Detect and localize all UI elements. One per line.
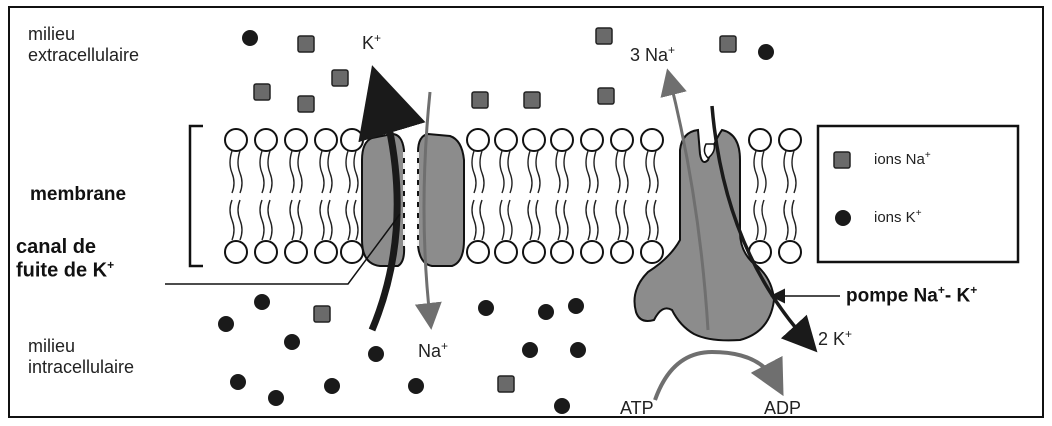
k-ion — [254, 294, 270, 310]
k-ion — [538, 304, 554, 320]
na-ion — [524, 92, 540, 108]
k-ion — [242, 30, 258, 46]
na-ion — [720, 36, 736, 52]
atp-label: ATP — [620, 398, 654, 419]
k-ion — [554, 398, 570, 414]
atp-adp-arrow — [655, 352, 776, 400]
legend-k-label: ions K+ — [874, 208, 922, 226]
k-ion — [284, 334, 300, 350]
leak-channel-label: canal de fuite de K+ — [16, 236, 114, 283]
na-ion — [298, 36, 314, 52]
phospholipid — [341, 129, 363, 263]
k-ion — [324, 378, 340, 394]
pump-label: pompe Na+- K+ — [846, 284, 977, 307]
k-ion — [522, 342, 538, 358]
k-ion — [570, 342, 586, 358]
k-ion — [230, 374, 246, 390]
na-k-pump — [635, 130, 775, 340]
phospholipid — [523, 129, 545, 263]
na-bottom-label: Na+ — [418, 340, 448, 362]
k-ion — [478, 300, 494, 316]
phospholipid — [551, 129, 573, 263]
phospholipid — [467, 129, 489, 263]
phospholipid — [641, 129, 663, 263]
k-ion — [368, 346, 384, 362]
phospholipid — [255, 129, 277, 263]
phospholipid — [779, 129, 801, 263]
membrane-label: membrane — [30, 184, 126, 206]
legend-na-label: ions Na+ — [874, 150, 931, 168]
two-k-label: 2 K+ — [818, 328, 852, 350]
na-ion — [498, 376, 514, 392]
na-ion — [596, 28, 612, 44]
adp-label: ADP — [764, 398, 801, 419]
legend-na-swatch — [834, 152, 850, 168]
three-na-label: 3 Na+ — [630, 44, 675, 66]
k-ion — [408, 378, 424, 394]
k-ion — [758, 44, 774, 60]
na-ion — [598, 88, 614, 104]
phospholipid — [749, 129, 771, 263]
phospholipid — [581, 129, 603, 263]
leak-channel — [362, 134, 464, 266]
phospholipid — [611, 129, 633, 263]
k-ion — [268, 390, 284, 406]
na-ion — [314, 306, 330, 322]
k-ion — [568, 298, 584, 314]
na-ion — [298, 96, 314, 112]
na-ion — [472, 92, 488, 108]
na-ion — [332, 70, 348, 86]
intracellular-label: milieu intracellulaire — [28, 336, 134, 377]
k-ion — [218, 316, 234, 332]
k-top-label: K+ — [362, 32, 381, 54]
legend-k-swatch — [835, 210, 851, 226]
phospholipid — [285, 129, 307, 263]
legend-box — [818, 126, 1018, 262]
phospholipid — [495, 129, 517, 263]
membrane-bracket — [190, 126, 203, 266]
phospholipid — [315, 129, 337, 263]
na-ion — [254, 84, 270, 100]
extracellular-label: milieu extracellulaire — [28, 24, 139, 65]
phospholipid — [225, 129, 247, 263]
